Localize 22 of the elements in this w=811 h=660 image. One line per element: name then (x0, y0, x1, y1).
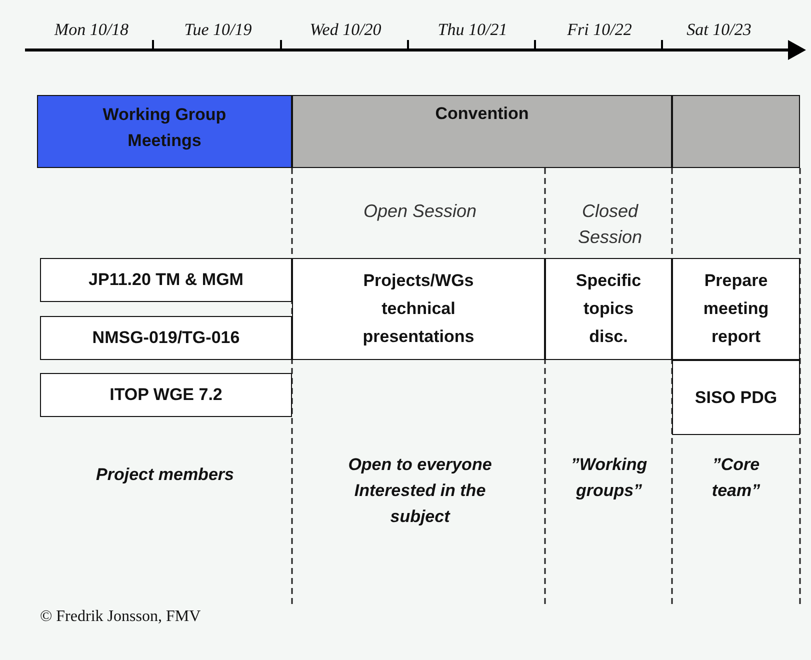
header-box: Working Group Meetings (37, 95, 292, 168)
session-box: Projects/WGs technical presentations (292, 258, 545, 360)
session-box: SISO PDG (672, 360, 800, 435)
date-label: Mon 10/18 (53, 20, 130, 40)
meeting-box: NMSG-019/TG-016 (40, 316, 292, 360)
date-label: Tue 10/19 (183, 20, 253, 40)
date-label: Sat 10/23 (686, 20, 752, 40)
audience-label: Open to everyone Interested in the subject (347, 454, 493, 528)
meeting-box: JP11.20 TM & MGM (40, 258, 292, 302)
audience-label: ”Working groups” (570, 454, 648, 502)
date-label: Wed 10/20 (308, 20, 382, 40)
session-box: Prepare meeting report (672, 258, 800, 360)
session-type-label: Closed Session (576, 200, 644, 249)
session-type-label: Open Session (362, 200, 478, 223)
date-label: Thu 10/21 (436, 20, 508, 40)
date-label: Fri 10/22 (566, 20, 633, 40)
copyright-caption: © Fredrik Jonsson, FMV (40, 608, 201, 626)
header-box: Convention (292, 95, 672, 168)
meeting-box: ITOP WGE 7.2 (40, 373, 292, 417)
session-box: Specific topics disc. (545, 258, 672, 360)
audience-label: ”Core team” (710, 454, 762, 502)
audience-label: Project members (95, 464, 235, 486)
